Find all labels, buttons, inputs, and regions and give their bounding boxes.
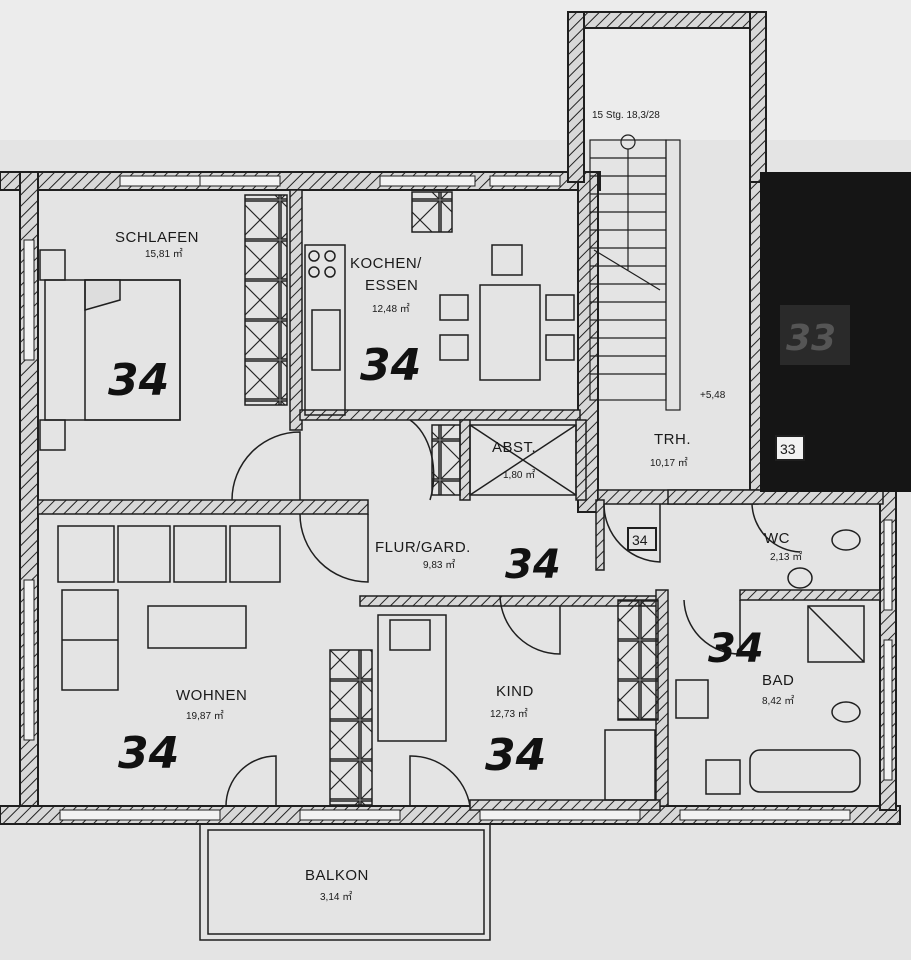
room-kochen-unit: 34	[360, 340, 421, 391]
balcony	[199, 823, 491, 941]
room-kochen-area: 12,48 ㎡	[372, 303, 410, 315]
room-abst-name: ABST.	[492, 439, 536, 456]
door-swings	[225, 419, 801, 807]
room-balkon-area: 3,14 ㎡	[320, 891, 352, 903]
room-wc-name: WC	[764, 530, 790, 547]
room-schlafen-unit: 34	[108, 355, 169, 406]
room-kind-area: 12,73 ㎡	[490, 708, 528, 720]
bathroom-fixtures	[675, 529, 865, 795]
kitchen-fittings	[304, 244, 575, 416]
room-wc-area: 2,13 ㎡	[770, 551, 802, 563]
room-trh-area: 10,17 ㎡	[650, 457, 688, 469]
stair-level: +5,48	[700, 390, 726, 401]
room-trh-name: TRH.	[654, 431, 691, 448]
room-bad-unit: 34	[708, 626, 764, 672]
room-kind-unit: 34	[485, 730, 546, 781]
door-tag-34-text: 34	[632, 532, 648, 548]
room-flur-unit: 34	[505, 542, 561, 588]
cupboards	[244, 191, 659, 806]
room-kochen-name-2: ESSEN	[365, 277, 418, 294]
room-bad-name: BAD	[762, 672, 794, 689]
room-wohnen-name: WOHNEN	[176, 687, 247, 704]
door-tag-34: 34	[627, 527, 657, 551]
room-schlafen-name: SCHLAFEN	[115, 229, 199, 246]
child-furniture	[377, 614, 656, 801]
room-kochen-name-1: KOCHEN/	[350, 255, 422, 272]
room-balkon-name: BALKON	[305, 867, 369, 884]
room-flur-name: FLUR/GARD.	[375, 539, 471, 556]
room-flur-area: 9,83 ㎡	[423, 559, 455, 571]
room-schlafen-area: 15,81 ㎡	[145, 248, 183, 260]
room-abst-area: 1,80 ㎡	[503, 469, 535, 481]
stair-label: 15 Stg. 18,3/28	[592, 110, 660, 121]
room-kind-name: KIND	[496, 683, 534, 700]
interior-walls	[37, 189, 884, 811]
bedroom-furniture	[39, 249, 181, 451]
windows	[23, 175, 893, 821]
door-tag-33-text: 33	[780, 441, 796, 457]
staircase	[589, 134, 681, 411]
living-furniture	[57, 525, 281, 691]
neighbor-unit-label: 33	[786, 318, 836, 359]
door-tag-33: 33	[775, 435, 805, 461]
room-bad-area: 8,42 ㎡	[762, 695, 794, 707]
room-wohnen-unit: 34	[118, 728, 179, 779]
room-wohnen-area: 19,87 ㎡	[186, 710, 224, 722]
